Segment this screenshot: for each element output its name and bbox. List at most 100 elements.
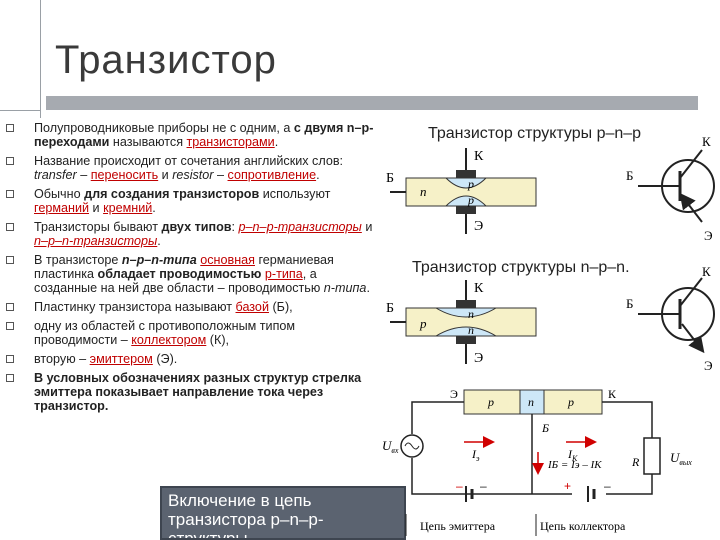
bullet-text-fragment: с двумя n–p-переходами: [34, 121, 374, 149]
bullet-text-fragment: для создания транзисторов: [84, 187, 260, 201]
ac-source-icon: [400, 434, 424, 458]
collector-plus: +: [564, 479, 571, 493]
bullet-marker-icon: [6, 190, 14, 198]
bullet-text-fragment: кремний: [103, 201, 153, 215]
page-title: Транзистор: [55, 38, 277, 82]
circuit-p2-label: p: [567, 395, 574, 409]
bullet-text-fragment: transfer: [34, 168, 77, 182]
collector-circuit-label: Цепь коллектора: [540, 519, 626, 533]
bullet-item: Транзисторы бывают двух типов: p–n–p-тра…: [6, 220, 374, 248]
npn-symbol-collector: [679, 277, 703, 307]
pnp-bottom-contact: [456, 206, 476, 214]
circuit-wire-left-top: [411, 401, 464, 434]
bullet-text-fragment: Транзисторы бывают: [34, 220, 162, 234]
circuit-b-label: Б: [541, 421, 549, 435]
circuit: p n p Э К – – + – Iэ IК Б IБ = Iэ – IK R…: [382, 387, 692, 536]
title-separator: [0, 110, 40, 111]
pnp-symbol-collector: [679, 149, 703, 179]
npn-bottom-type: n: [468, 323, 474, 337]
bullet-marker-icon: [6, 355, 14, 363]
pnp-base-label: Б: [386, 171, 394, 186]
bullet-item: одну из областей с противоположным типом…: [6, 319, 374, 347]
npn-top-contact: [456, 300, 476, 308]
bullet-text-fragment: одну из областей с противоположным типом…: [34, 319, 296, 347]
bullet-marker-icon: [6, 256, 14, 264]
npn-left-type: p: [419, 316, 427, 331]
bullet-marker-icon: [6, 157, 14, 165]
bullet-marker-icon: [6, 124, 14, 132]
pnp-bottom-region: [444, 195, 488, 207]
pnp-collector-label: К: [474, 149, 484, 164]
bullet-list: Полупроводниковые приборы не с одним, а …: [6, 121, 374, 418]
pnp-emitter-label: Э: [474, 219, 483, 234]
bullet-text-fragment: , а созданные на ней две области – прово…: [34, 267, 324, 295]
bullet-item: вторую – эмиттером (Э).: [6, 352, 374, 366]
circuit-e-label: Э: [450, 387, 458, 401]
bullet-text-fragment: (К),: [206, 333, 230, 347]
bullet-marker-icon: [6, 322, 14, 330]
bullet-text-fragment: и: [361, 220, 373, 234]
bullet-item: Пластинку транзистора называют базой (Б)…: [6, 300, 374, 314]
bullet-text-fragment: p–n–p-транзисторы: [238, 220, 362, 234]
bullet-text-fragment: эмиттером: [89, 352, 153, 366]
npn-title: Транзистор структуры n–p–n.: [412, 259, 630, 276]
bullet-text-fragment: Обычно: [34, 187, 85, 201]
bullet-text-fragment: n-типа: [323, 281, 367, 295]
pnp-left-type: n: [420, 184, 427, 199]
npn-base-label: Б: [386, 301, 394, 316]
pnp-top-type: p: [467, 177, 474, 191]
circuit-wire-bottom-right: [606, 474, 653, 495]
bullet-text-fragment: обладает проводимостью: [97, 267, 262, 281]
resistor-label: R: [631, 455, 640, 469]
pnp-title: Транзистор структуры p–n–p: [428, 125, 641, 142]
npn-bottom-region: [434, 326, 498, 337]
bullet-text-fragment: Название происходит от сочетания английс…: [34, 154, 344, 168]
bullet-text-fragment: В условных обозначениях разных структур …: [34, 371, 362, 413]
bullet-text-fragment: .: [366, 281, 370, 295]
bullet-item: Полупроводниковые приборы не с одним, а …: [6, 121, 374, 149]
bullet-text-fragment: Полупроводниковые приборы не с одним, а: [34, 121, 294, 135]
npn-top-region: [434, 307, 498, 318]
npn-symbol-k: К: [702, 264, 711, 279]
bullet-item: Обычно для создания транзисторов использ…: [6, 187, 374, 215]
npn-emitter-label: Э: [474, 351, 483, 366]
bullet-text-fragment: основная: [200, 253, 255, 267]
bullet-text-fragment: вторую –: [34, 352, 90, 366]
npn-symbol-e: Э: [704, 358, 713, 373]
npn-symbol-b: Б: [626, 296, 633, 311]
pnp-symbol-e: Э: [704, 228, 713, 243]
bullet-text-fragment: коллектором: [131, 333, 207, 347]
emitter-minus-2: –: [480, 479, 487, 493]
circuit-n-label: n: [528, 395, 534, 409]
emitter-minus: –: [456, 479, 463, 493]
bullet-text-fragment: базой: [235, 300, 269, 314]
bullet-item: Название происходит от сочетания английс…: [6, 154, 374, 182]
current-formula: IБ = Iэ – IK: [547, 459, 602, 471]
circuit-wire-bottom-left: [411, 458, 572, 495]
bullet-text-fragment: .: [274, 135, 279, 149]
pnp-bottom-type: p: [467, 193, 474, 207]
bullet-text-fragment: n–p–n-типа: [121, 253, 197, 267]
ac-wave-icon: [404, 442, 420, 450]
npn-top-type: n: [468, 307, 474, 321]
bullet-text-fragment: p-типа: [264, 267, 303, 281]
bullet-text-fragment: resistor: [172, 168, 214, 182]
bullet-text-fragment: .: [152, 201, 156, 215]
resistor: [643, 437, 661, 475]
pnp-symbol-k: К: [702, 134, 711, 149]
pnp-top-contact: [456, 170, 476, 178]
bullet-item: В условных обозначениях разных структур …: [6, 371, 374, 413]
bullet-text-fragment: .: [316, 168, 320, 182]
callout-box: Включение в цепь транзистора p–n–p-струк…: [160, 486, 406, 540]
bullet-text-fragment: Пластинку транзистора называют: [34, 300, 236, 314]
bullet-text-fragment: :: [231, 220, 239, 234]
bullet-marker-icon: [6, 303, 14, 311]
bullet-text-fragment: –: [76, 168, 91, 182]
transistor-diagrams: Транзистор структуры p–n–p К Б n p p Э Б…: [382, 125, 715, 536]
ik-label: IК: [567, 447, 578, 463]
uvyx-label: Uвых: [670, 450, 692, 467]
pnp-symbol-b: Б: [626, 168, 633, 183]
bullet-text-fragment: германий: [34, 201, 90, 215]
circuit-k-label: К: [608, 387, 617, 401]
left-rule: [40, 0, 41, 118]
